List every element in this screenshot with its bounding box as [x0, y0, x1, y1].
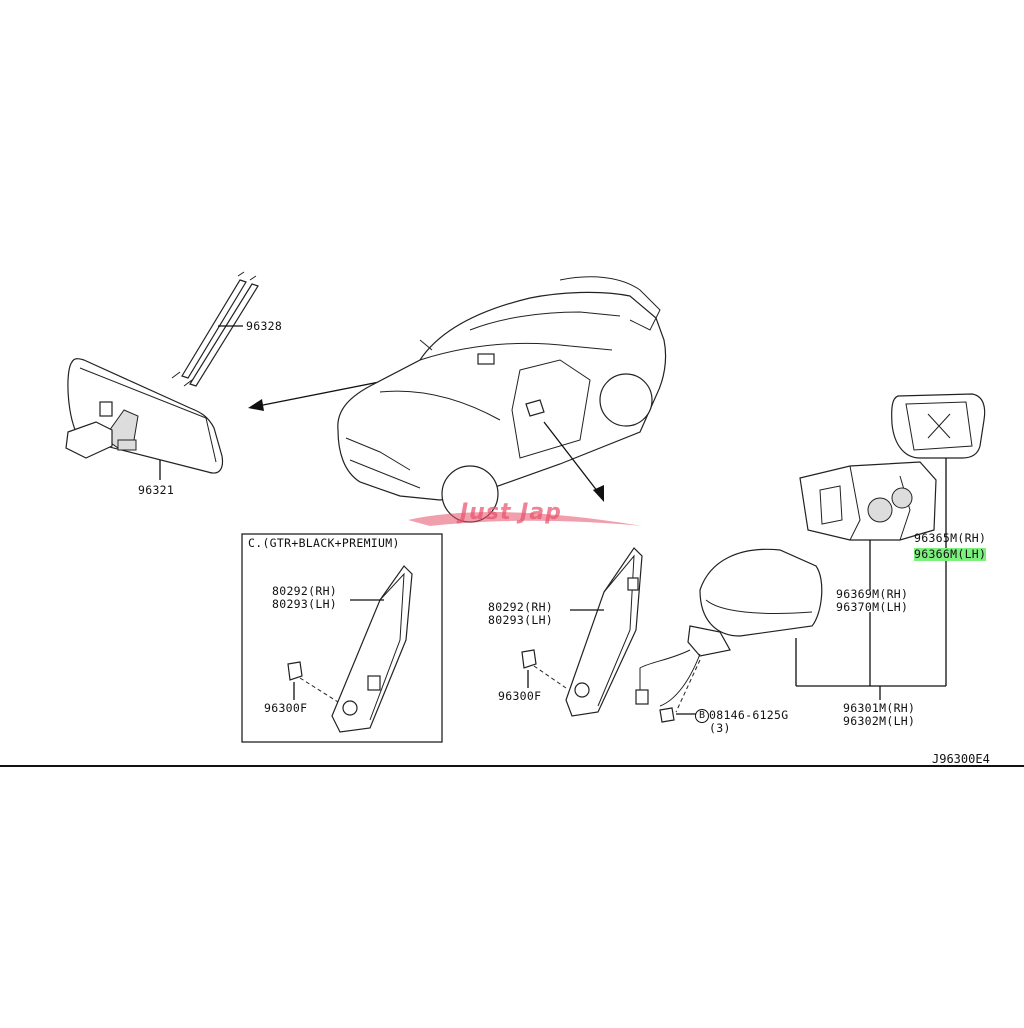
label-bolt: 08146-6125G — [709, 708, 789, 722]
actuator-drawing — [799, 461, 937, 541]
arrow-head-left — [248, 399, 264, 411]
label-mirror-lh: 96302M(LH) — [843, 714, 916, 728]
cover-drawing — [521, 547, 643, 717]
label-box-clip: 96300F — [264, 701, 308, 715]
mirror-glass-drawing — [891, 393, 986, 459]
detail-box — [241, 533, 443, 743]
label-glass-rh: 96365M(RH) — [914, 531, 987, 545]
box-cover-drawing — [287, 565, 413, 733]
label-mirror-rh: 96301M(RH) — [843, 701, 916, 715]
inner-mirror-drawing — [65, 358, 224, 480]
watermark-swoosh — [408, 512, 642, 526]
arrow-head-down — [593, 485, 604, 502]
label-cover-rh: 80292(RH) — [488, 600, 554, 614]
label-box-cover-rh: 80292(RH) — [272, 584, 338, 598]
label-clip: 96300F — [498, 689, 542, 703]
label-actuator-rh: 96369M(RH) — [836, 587, 909, 601]
label-96328: 96328 — [246, 319, 283, 333]
label-bolt-qty: (3) — [709, 721, 731, 735]
label-glass-lh: 96366M(LH) — [914, 547, 987, 561]
diagram-reference: J96300E4 — [932, 752, 990, 766]
car-drawing — [337, 276, 667, 523]
label-actuator-lh: 96370M(LH) — [836, 600, 909, 614]
box-title: C.(GTR+BLACK+PREMIUM) — [248, 536, 400, 550]
label-cover-lh: 80293(LH) — [488, 613, 554, 627]
door-mirror-drawing — [635, 548, 823, 723]
bolt-prefix-circle: B — [695, 709, 709, 723]
wire-harness-drawing — [171, 271, 259, 387]
watermark-text: Just Jap — [460, 500, 562, 525]
label-96321: 96321 — [138, 483, 175, 497]
label-box-cover-lh: 80293(LH) — [272, 597, 338, 611]
